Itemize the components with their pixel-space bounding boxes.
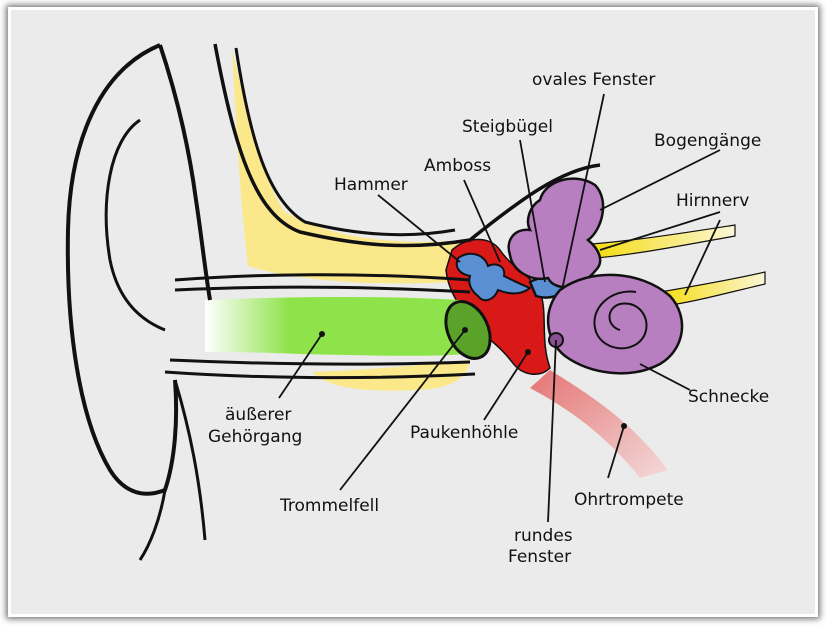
pinna-inner-curve: [104, 118, 166, 332]
semicircular-canals: [507, 177, 605, 289]
label-aeusserer-line1: äußerer: [225, 405, 291, 425]
cranial-nerve-lower: [659, 271, 766, 307]
pinna-rim: [158, 44, 212, 301]
cochlea-spiral: [593, 290, 648, 350]
label-rundes-line2: Fenster: [508, 547, 571, 567]
skull-bone-upper: [232, 48, 470, 284]
label-bogengaenge: Bogengänge: [654, 131, 761, 151]
label-paukenhoehle: Paukenhöhle: [410, 423, 518, 443]
label-trommelfell: Trommelfell: [279, 496, 379, 516]
pinna-outer: [65, 43, 179, 496]
label-ohrtrompete: Ohrtrompete: [574, 490, 684, 510]
label-dots: [319, 327, 627, 429]
label-hirnnerv: Hirnnerv: [676, 191, 749, 211]
label-aeusserer-line2: Gehörgang: [208, 427, 302, 447]
cochlea: [546, 273, 684, 375]
label-amboss: Amboss: [424, 156, 491, 176]
ear-canal: [205, 297, 484, 356]
skull-outline: [213, 43, 601, 248]
label-rundes-line1: rundes: [514, 526, 573, 546]
pinna-lobe: [138, 379, 207, 561]
skull-outline-inner: [234, 47, 456, 237]
label-ovales-fenster: ovales Fenster: [532, 70, 655, 90]
label-hammer: Hammer: [334, 175, 408, 195]
ossicles: [455, 252, 532, 302]
canal-wall-bottom: [164, 358, 476, 380]
label-schnecke: Schnecke: [688, 387, 769, 407]
skull-bone-lower: [312, 360, 470, 391]
eustachian-tube: [530, 370, 668, 478]
label-steigbuegel: Steigbügel: [462, 117, 553, 137]
cranial-nerve-upper: [591, 224, 736, 259]
canal-wall-top: [174, 273, 471, 294]
label-pointers: [278, 93, 721, 523]
